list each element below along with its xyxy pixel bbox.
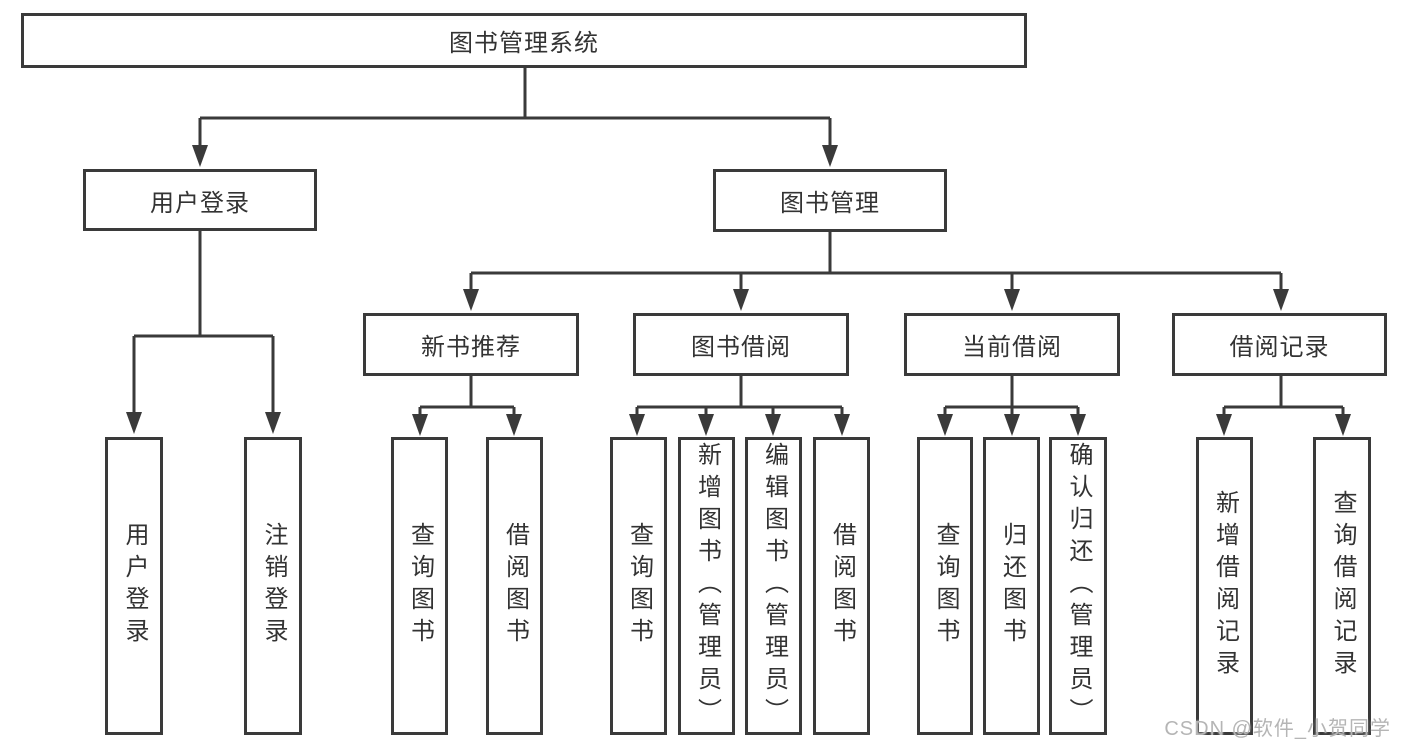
leaf-add-books-admin: 新增图书（管理员） <box>678 437 735 735</box>
leaf-query-borrow-record: 查询借阅记录 <box>1313 437 1371 735</box>
node-current-borrow: 当前借阅 <box>904 313 1120 376</box>
leaf-query-books-borrow: 查询图书 <box>610 437 667 735</box>
leaf-confirm-return-admin: 确认归还（管理员） <box>1049 437 1107 735</box>
leaf-add-books-admin-label: 新增图书（管理员） <box>693 442 721 730</box>
leaf-add-borrow-record: 新增借阅记录 <box>1196 437 1253 735</box>
csdn-watermark: CSDN @软件_小贺同学 <box>1164 718 1391 740</box>
leaf-edit-books-admin-label: 编辑图书（管理员） <box>760 442 788 730</box>
node-user-login-label: 用户登录 <box>150 189 250 217</box>
leaf-query-books-recommend: 查询图书 <box>391 437 448 735</box>
node-book-borrow-label: 图书借阅 <box>691 334 791 361</box>
node-borrow-records-label: 借阅记录 <box>1229 334 1330 361</box>
leaf-borrow-books: 借阅图书 <box>813 437 870 735</box>
leaf-confirm-return-admin-label: 确认归还（管理员） <box>1065 442 1092 730</box>
leaf-user-login-label: 用户登录 <box>121 522 148 650</box>
leaf-logout: 注销登录 <box>244 437 302 735</box>
node-new-book-recommend: 新书推荐 <box>363 313 579 376</box>
leaf-return-books-label: 归还图书 <box>998 522 1026 650</box>
leaf-query-borrow-record-label: 查询借阅记录 <box>1329 490 1356 682</box>
node-new-book-recommend-label: 新书推荐 <box>421 334 521 361</box>
node-book-borrow: 图书借阅 <box>633 313 849 376</box>
leaf-query-books-recommend-label: 查询图书 <box>406 522 434 650</box>
node-root: 图书管理系统 <box>21 13 1027 68</box>
arrowheads <box>126 145 1351 436</box>
node-book-management-label: 图书管理 <box>780 190 880 217</box>
leaf-add-borrow-record-label: 新增借阅记录 <box>1211 490 1239 682</box>
leaf-edit-books-admin: 编辑图书（管理员） <box>745 437 802 735</box>
leaf-query-books-borrow-label: 查询图书 <box>625 522 653 650</box>
node-root-label: 图书管理系统 <box>449 30 599 57</box>
leaf-return-books: 归还图书 <box>983 437 1040 735</box>
leaf-logout-label: 注销登录 <box>260 522 287 650</box>
node-book-management: 图书管理 <box>713 169 947 232</box>
leaf-user-login: 用户登录 <box>105 437 163 735</box>
node-borrow-records: 借阅记录 <box>1172 313 1387 376</box>
leaf-query-books-current: 查询图书 <box>917 437 973 735</box>
leaf-borrow-books-recommend-label: 借阅图书 <box>501 522 529 650</box>
leaf-borrow-books-recommend: 借阅图书 <box>486 437 543 735</box>
node-user-login: 用户登录 <box>83 169 317 231</box>
leaf-query-books-current-label: 查询图书 <box>932 522 959 650</box>
node-current-borrow-label: 当前借阅 <box>962 334 1062 361</box>
leaf-borrow-books-label: 借阅图书 <box>828 522 856 650</box>
